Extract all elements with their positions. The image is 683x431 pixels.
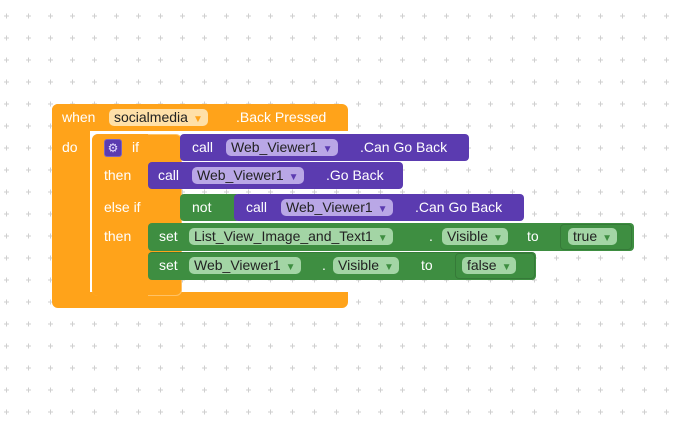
chevron-down-icon: ▼ bbox=[377, 204, 388, 215]
chevron-down-icon: ▼ bbox=[501, 262, 512, 273]
boolean-dropdown-false[interactable]: false ▼ bbox=[462, 257, 517, 274]
chevron-down-icon: ▼ bbox=[192, 114, 203, 125]
when-event-block-footer bbox=[52, 292, 348, 308]
chevron-down-icon: ▼ bbox=[377, 233, 388, 244]
then-label: then bbox=[104, 167, 132, 183]
gear-icon[interactable]: ⚙ bbox=[104, 139, 122, 157]
not-label: not bbox=[192, 199, 212, 215]
property-dropdown-visible[interactable]: Visible ▼ bbox=[333, 257, 399, 274]
to-label: to bbox=[527, 228, 539, 244]
do-label: do bbox=[62, 139, 78, 155]
else-if-label: else if bbox=[104, 199, 141, 215]
to-label: to bbox=[421, 257, 433, 273]
when-label: when bbox=[62, 109, 96, 125]
event-name: .Back Pressed bbox=[236, 109, 327, 125]
call-label: call bbox=[192, 139, 214, 155]
chevron-down-icon: ▼ bbox=[384, 262, 394, 273]
component-name: Web_Viewer1 bbox=[231, 139, 318, 155]
component-dropdown-list-view[interactable]: List_View_Image_and_Text1 ▼ bbox=[189, 228, 393, 245]
component-dropdown-web-viewer[interactable]: Web_Viewer1 ▼ bbox=[192, 167, 304, 184]
chevron-down-icon: ▼ bbox=[322, 144, 333, 155]
method-name: .Can Go Back bbox=[360, 139, 448, 155]
if-block-left-arm bbox=[92, 134, 148, 296]
dot-separator: . bbox=[322, 257, 326, 273]
boolean-value: false bbox=[467, 257, 497, 273]
method-name: .Can Go Back bbox=[415, 199, 503, 215]
property-dropdown-visible[interactable]: Visible ▼ bbox=[442, 228, 508, 245]
property-name: Visible bbox=[447, 228, 488, 244]
component-name: Web_Viewer1 bbox=[197, 167, 284, 183]
boolean-dropdown-true[interactable]: true ▼ bbox=[568, 228, 618, 245]
method-name: .Go Back bbox=[326, 167, 384, 183]
dot-separator: . bbox=[429, 228, 433, 244]
chevron-down-icon: ▼ bbox=[493, 233, 503, 244]
call-label: call bbox=[246, 199, 268, 215]
component-name: socialmedia bbox=[114, 109, 188, 125]
not-block[interactable] bbox=[180, 194, 240, 221]
component-dropdown-socialmedia[interactable]: socialmedia ▼ bbox=[109, 109, 208, 126]
component-dropdown-web-viewer[interactable]: Web_Viewer1 ▼ bbox=[226, 139, 338, 156]
boolean-value: true bbox=[573, 228, 598, 244]
set-label: set bbox=[159, 228, 178, 244]
when-event-block-body bbox=[52, 104, 90, 304]
chevron-down-icon: ▼ bbox=[602, 233, 613, 244]
component-name: Web_Viewer1 bbox=[286, 199, 373, 215]
if-label: if bbox=[132, 139, 139, 155]
chevron-down-icon: ▼ bbox=[288, 172, 299, 183]
component-name: List_View_Image_and_Text1 bbox=[194, 228, 373, 244]
component-dropdown-web-viewer[interactable]: Web_Viewer1 ▼ bbox=[189, 257, 301, 274]
set-label: set bbox=[159, 257, 178, 273]
then-label-2: then bbox=[104, 228, 132, 244]
call-label: call bbox=[158, 167, 180, 183]
component-name: Web_Viewer1 bbox=[194, 257, 281, 273]
chevron-down-icon: ▼ bbox=[285, 262, 296, 273]
property-name: Visible bbox=[338, 257, 379, 273]
component-dropdown-web-viewer[interactable]: Web_Viewer1 ▼ bbox=[281, 199, 393, 216]
